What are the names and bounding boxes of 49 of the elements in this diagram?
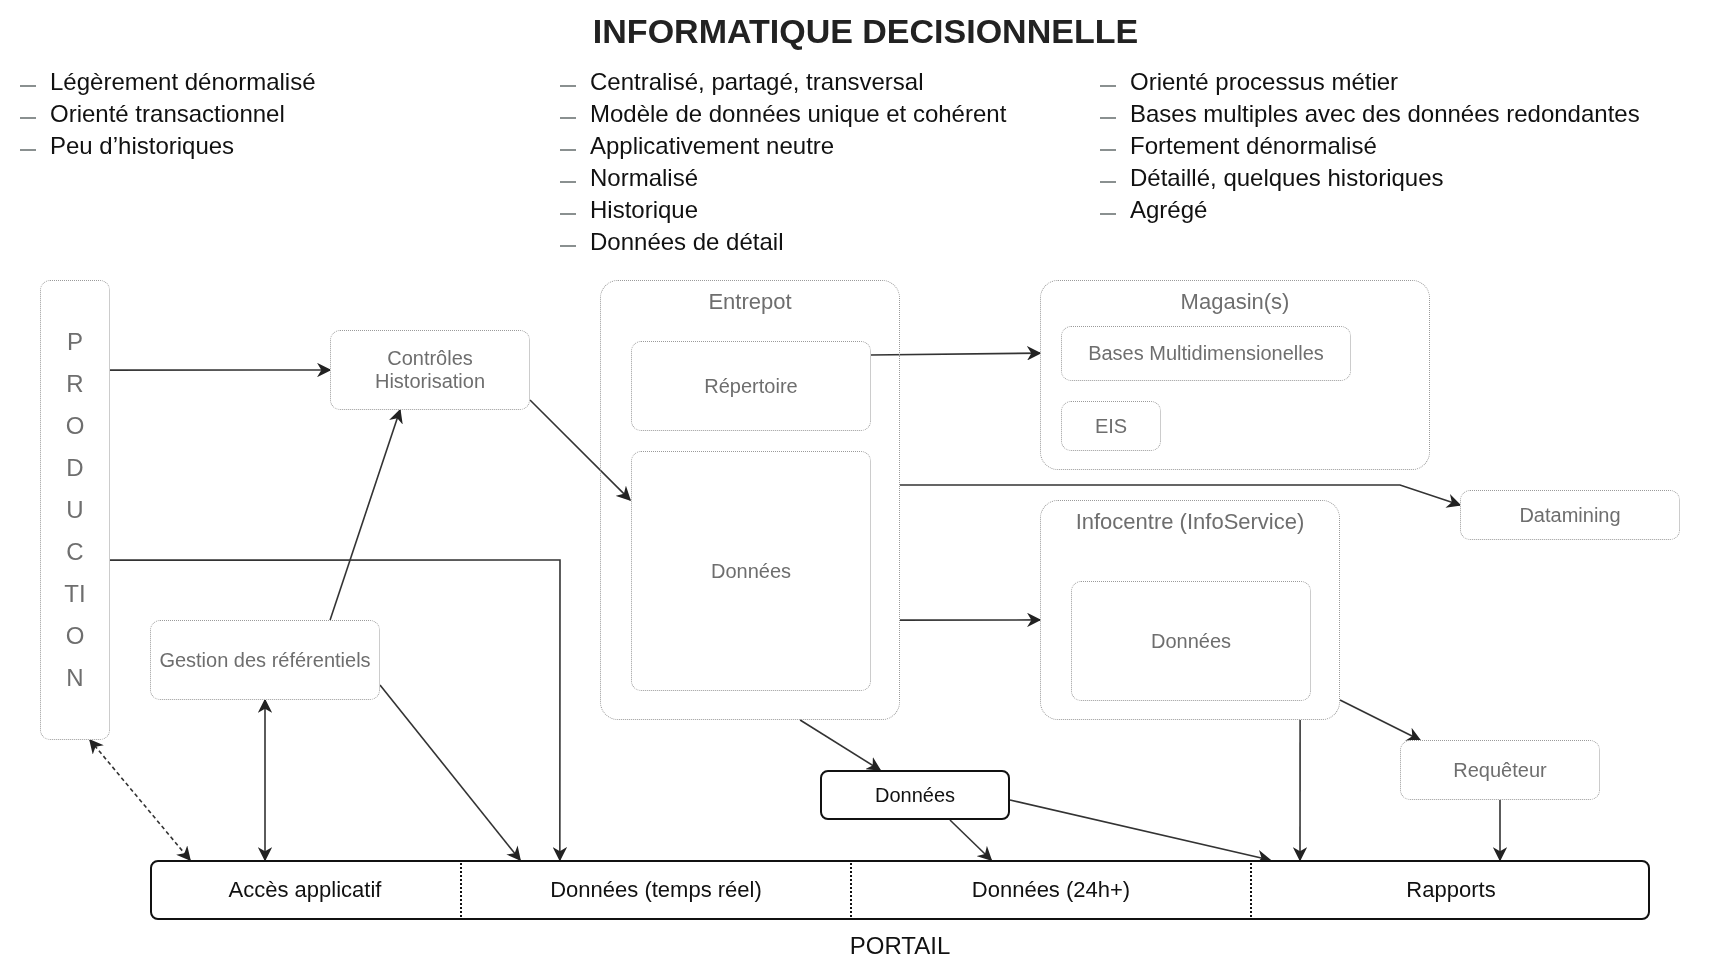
group-title: Entrepot (707, 289, 793, 315)
arrow (899, 484, 1462, 508)
portal-section: Rapports (1250, 860, 1650, 920)
process-box: Données (631, 451, 871, 691)
portal-section: Données (24h+) (850, 860, 1250, 920)
bullet-text: Bases multiples avec des données redondantes (1130, 100, 1640, 127)
arrow (1492, 799, 1508, 862)
group-title: PORTAIL (848, 932, 952, 960)
bullet-text: Modèle de données unique et cohérent (590, 100, 1007, 127)
bullet-text: Données de détail (590, 228, 784, 255)
process-box: Données (820, 770, 1010, 820)
arrow (799, 719, 882, 771)
bullet-text: Applicativement neutre (590, 132, 835, 159)
vertical-label-box: PRODUCTION (40, 280, 110, 740)
process-box: Contrôles Historisation (330, 330, 530, 410)
arrow (89, 738, 191, 862)
process-box: EIS (1061, 401, 1161, 451)
group-title: Magasin(s) (1179, 289, 1291, 315)
process-box: Bases Multidimensionelles (1061, 326, 1351, 381)
bullet-text: Historique (590, 196, 699, 223)
bullet-text: Normalisé (590, 164, 699, 191)
arrow (109, 362, 332, 378)
bullet-text: Légèrement dénormalisé (50, 68, 316, 95)
arrow (529, 399, 631, 501)
arrow (329, 408, 403, 621)
bullet-text: Peu d’historiques (50, 132, 235, 159)
portal-section: Données (temps réel) (460, 860, 850, 920)
bullet-text: Fortement dénormalisé (1130, 132, 1377, 159)
process-box: Données (1071, 581, 1311, 701)
bullet-text: Agrégé (1130, 196, 1208, 223)
arrow (379, 684, 521, 862)
arrow (899, 612, 1042, 628)
bullet-text: Orienté transactionnel (50, 100, 285, 127)
process-box: Gestion des référentiels (150, 620, 380, 700)
process-box: Répertoire (631, 341, 871, 431)
diagram-title: INFORMATIQUE DECISIONNELLE (591, 12, 1140, 51)
process-box: Datamining (1460, 490, 1680, 540)
arrow (109, 559, 568, 862)
group-title: Infocentre (InfoService) (1074, 509, 1306, 535)
bullet-text: Orienté processus métier (1130, 68, 1399, 95)
arrow (949, 819, 993, 861)
arrow (257, 698, 273, 862)
bullet-text: Centralisé, partagé, transversal (590, 68, 924, 95)
arrow (1339, 699, 1422, 741)
arrow (1292, 719, 1308, 862)
bullet-text: Détaillé, quelques historiques (1130, 164, 1444, 191)
portal-section: Accès applicatif (150, 860, 460, 920)
process-box: Requêteur (1400, 740, 1600, 800)
arrow (869, 346, 1042, 361)
